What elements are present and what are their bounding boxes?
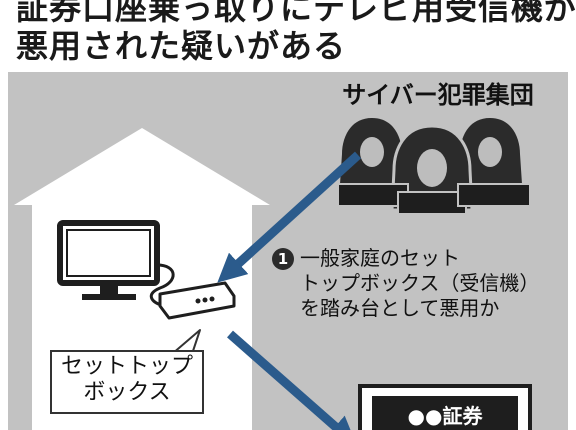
set-top-box-label-line-1: セットトップ [60,354,193,379]
step-text-line-2: トップボックス（受信機） [300,271,540,295]
television-icon [57,220,160,300]
securities-company-name: ●●証券 [407,404,483,428]
attack-arrow-to-company [227,330,357,430]
title-line-1: 証券口座乗っ取りにテレビ用受信機が [16,0,576,27]
company-building-icon [358,384,532,430]
step-number-badge: 1 [272,248,294,270]
cable [149,263,175,308]
step-text-line-3: を踏み台として悪用か [300,296,500,320]
criminal-group-text: サイバー犯罪集団 [342,81,534,109]
step-note: 1 一般家庭のセット トップボックス（受信機） を踏み台として悪用か [272,246,539,321]
step-note-line-1: 1 一般家庭のセット [272,246,539,271]
router-icon [158,281,236,320]
set-top-box-label-line-2: ボックス [83,380,171,405]
title-line-2: 悪用された疑いがある [16,27,347,65]
step-text-line-1: 一般家庭のセット [300,246,460,270]
hooded-hacker-icon [337,118,531,215]
attack-arrow-to-box [217,151,362,283]
set-top-box-label: セットトップ ボックス [50,350,204,414]
criminal-group-label: サイバー犯罪集団 [314,76,562,114]
